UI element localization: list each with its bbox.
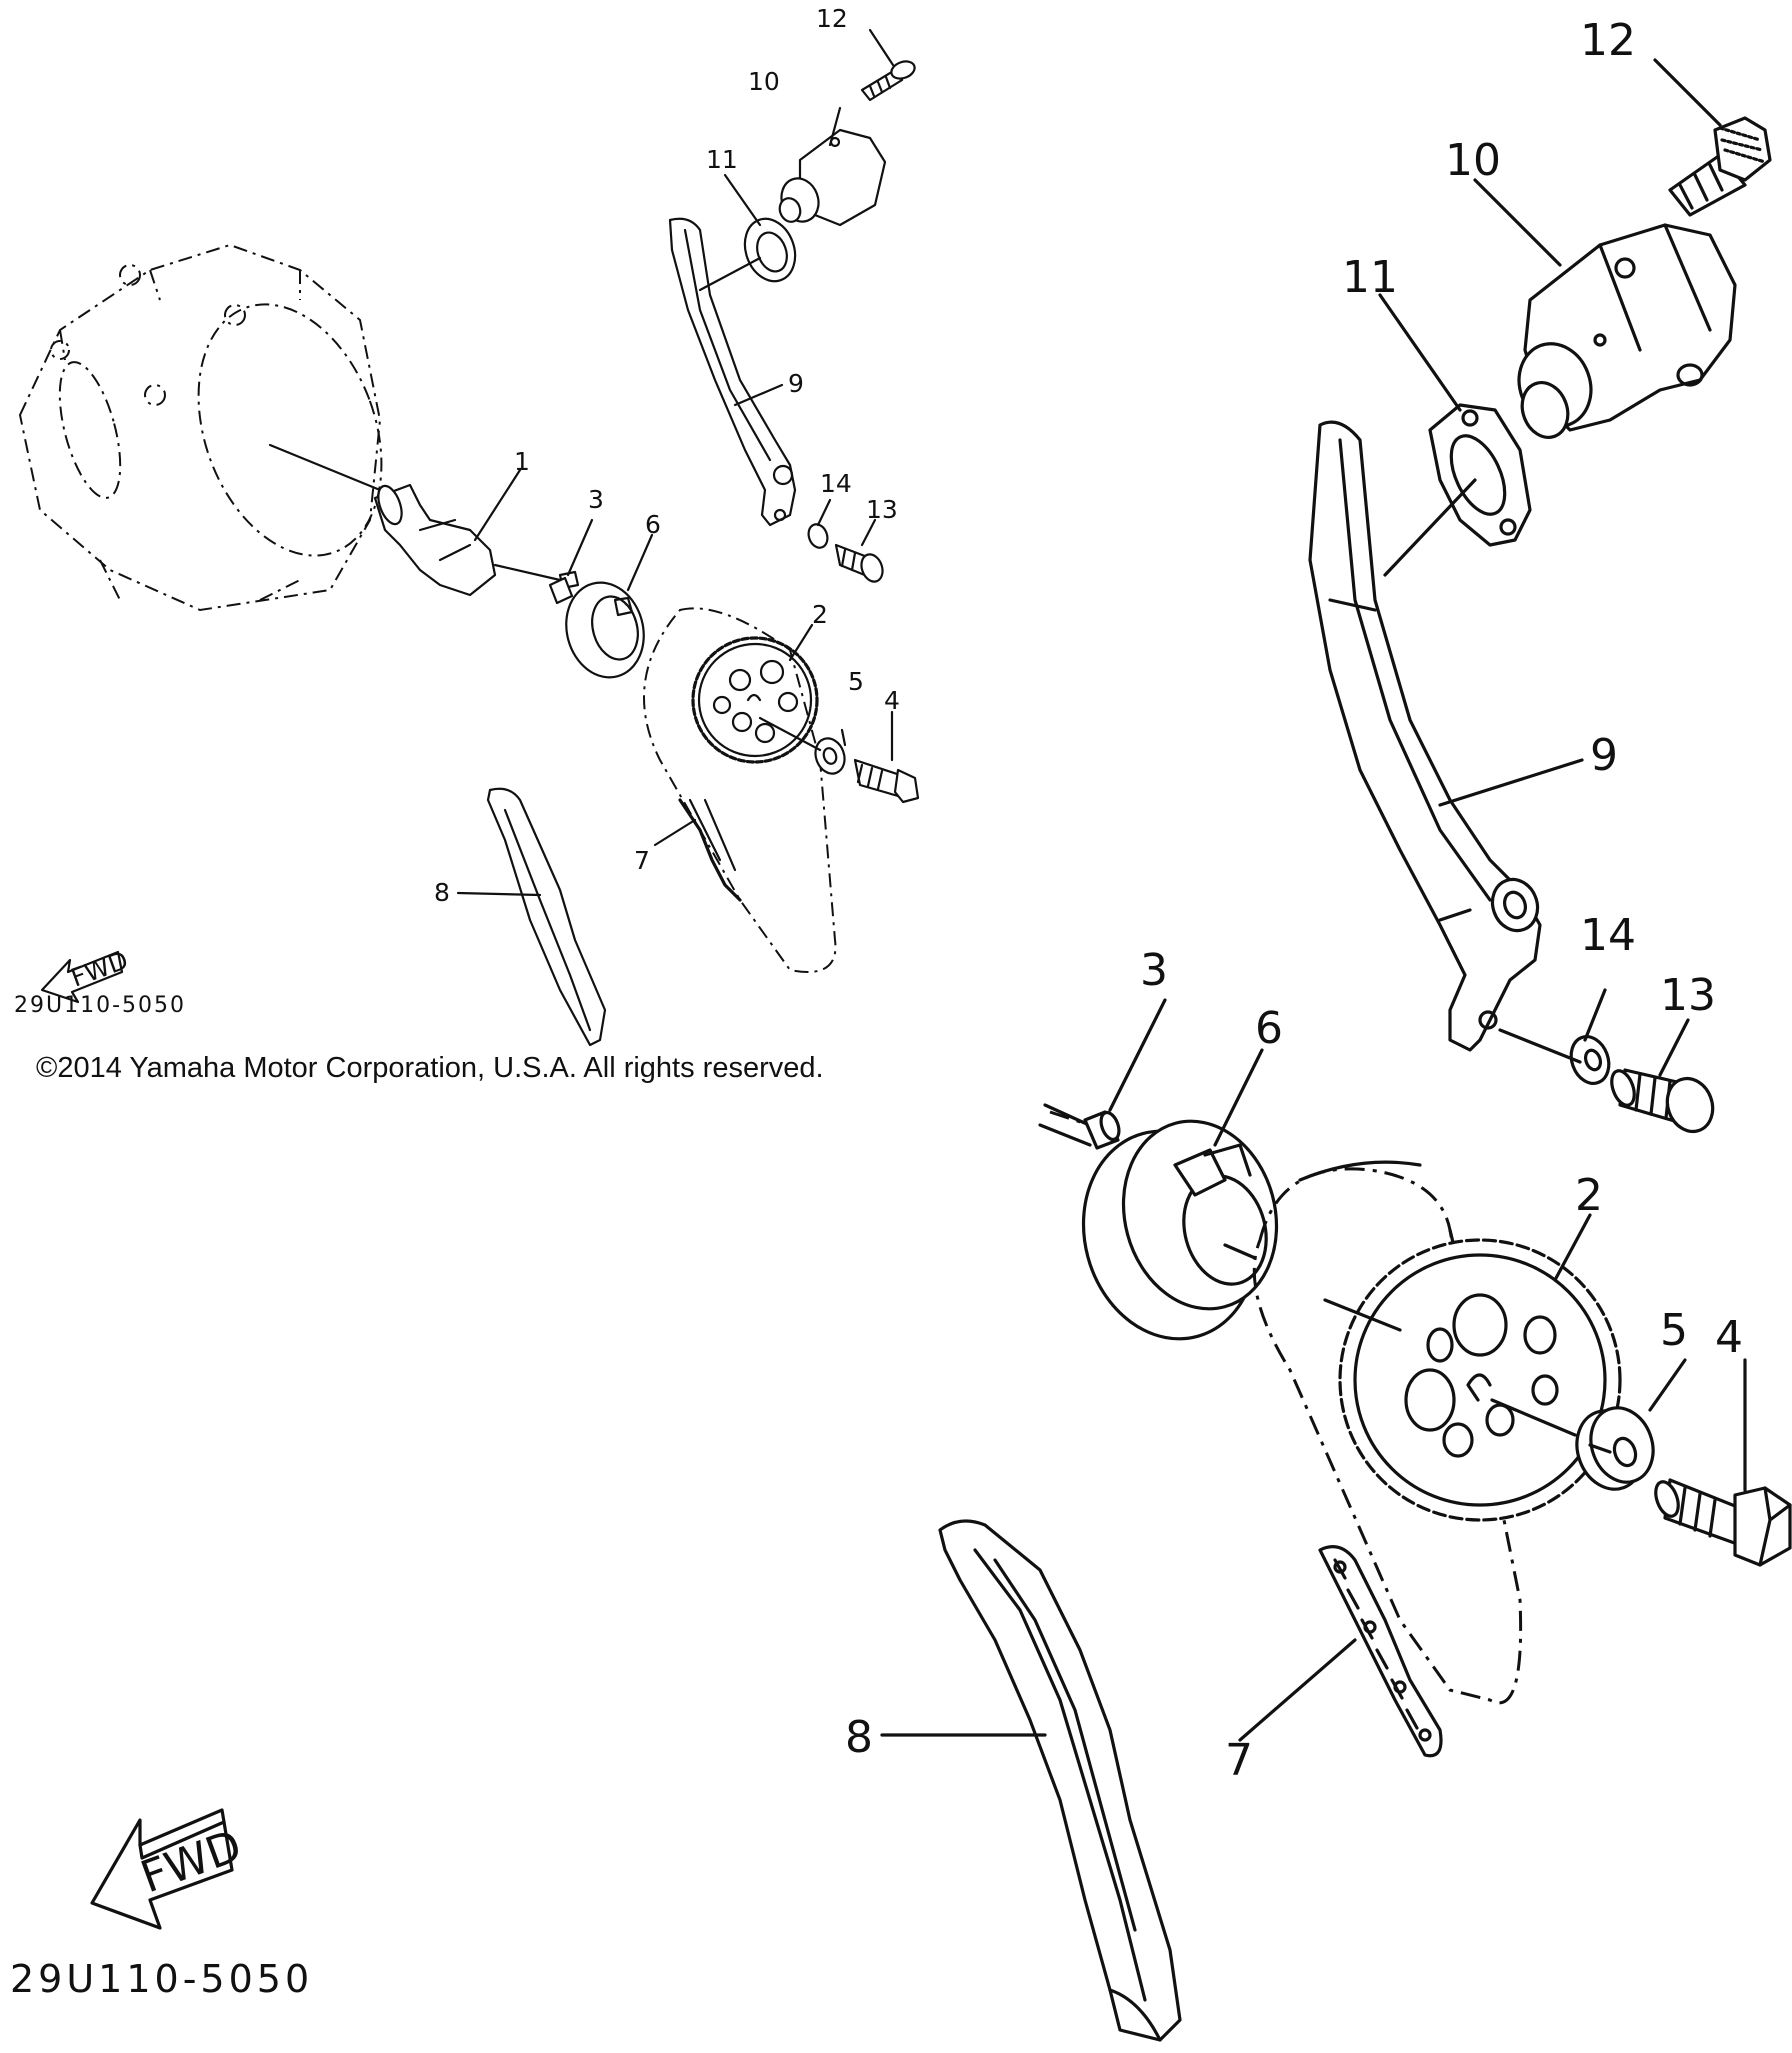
callout-13: 13 [866,495,898,524]
callout-8: 8 [434,878,450,907]
tensioner-guide-large [1308,420,1542,1052]
callout-4: 4 [884,686,900,715]
small-leader-lines [456,28,895,897]
washer [814,737,846,775]
small-callouts: 1 2 3 4 5 6 7 8 9 10 11 12 13 14 [434,4,900,907]
callout-9: 9 [788,369,804,398]
callout-5: 5 [848,667,864,696]
callout-8-large: 8 [845,1712,873,1763]
callout-11-large: 11 [1342,252,1398,303]
large-diagram: FWD 29U110-5050 [10,58,1792,2042]
callout-4-large: 4 [1715,1312,1743,1363]
guide-washer-large [1569,1035,1611,1085]
callout-2: 2 [812,600,828,629]
callout-12: 12 [816,4,848,33]
callout-3: 3 [588,485,604,514]
pin [548,576,574,605]
tensioner-large [1517,223,1737,439]
chain-guide-large [938,1519,1182,2042]
callout-13-large: 13 [1660,970,1716,1021]
tensioner-guide [668,217,797,527]
cam-sprocket [691,636,819,764]
fwd-arrow-large-icon: FWD [90,1808,248,1930]
callout-5-large: 5 [1660,1305,1688,1356]
guide-washer [807,523,829,549]
callout-14: 14 [820,469,852,498]
plate-large [1081,1119,1279,1341]
tensioner-bolt [860,60,916,102]
chain-guide [486,787,607,1047]
large-callouts: 2 3 4 5 6 7 8 9 10 11 12 13 14 [845,15,1743,1786]
callout-11: 11 [706,145,738,174]
guide-bolt [834,543,884,583]
plate [565,581,645,679]
bolt [853,758,920,804]
timing-chain-large [1318,1545,1443,1758]
callout-3-large: 3 [1140,945,1168,996]
diagram-code-large: 29U110-5050 [10,1957,313,2001]
fwd-label: FWD [67,945,132,992]
callout-7: 7 [634,846,650,875]
camshaft [268,443,580,597]
callout-2-large: 2 [1575,1170,1603,1221]
diagram-code: 29U110-5050 [14,993,186,1018]
callout-1: 1 [514,447,530,476]
gasket-large [1428,403,1532,547]
cylinder-head [18,243,383,612]
cam-sprocket-large [1338,1238,1622,1522]
callout-6: 6 [645,510,661,539]
large-leader-lines [880,58,1747,1742]
guide-bolt-large [1610,1068,1715,1134]
washer-large [1575,1406,1655,1491]
bolt-large [1654,1478,1792,1567]
gasket [743,217,797,283]
pin-large [1083,1110,1121,1150]
tensioner-bolt-large [1668,116,1772,217]
copyright-notice: ©2014 Yamaha Motor Corporation, U.S.A. A… [36,1052,824,1084]
callout-9-large: 9 [1590,730,1618,781]
callout-7-large: 7 [1225,1735,1253,1786]
small-diagram: FWD 29U110-5050 [14,28,920,1047]
callout-14-large: 14 [1580,910,1636,961]
callout-12-large: 12 [1580,15,1636,66]
callout-6-large: 6 [1255,1003,1283,1054]
tensioner [778,128,887,227]
timing-chain-loop [643,607,837,973]
camshaft-axis [1049,1110,1091,1127]
callout-10-large: 10 [1445,135,1501,186]
callout-10: 10 [748,67,780,96]
